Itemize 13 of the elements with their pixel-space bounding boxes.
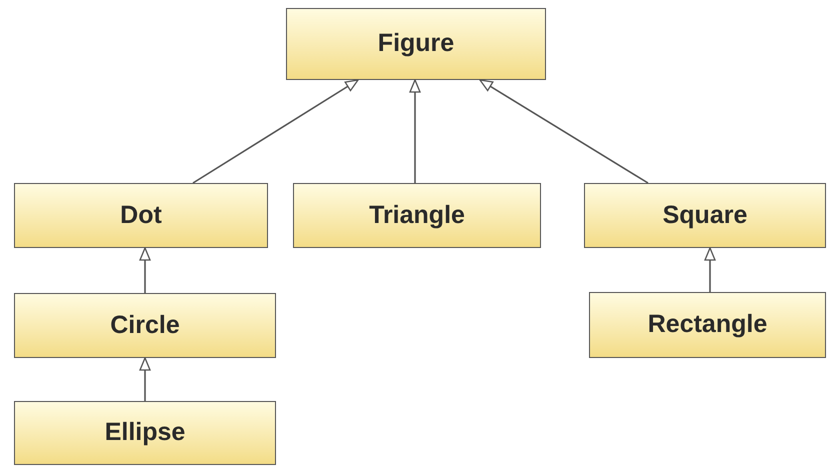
inheritance-arrow [192,79,359,184]
class-box: Dot [14,183,268,248]
class-box: Circle [14,293,276,358]
inheritance-arrow [479,79,648,184]
class-box: Square [584,183,826,248]
inheritance-arrow [704,247,716,292]
class-box: Triangle [293,183,541,248]
inheritance-arrow [139,357,151,401]
class-box: Ellipse [14,401,276,465]
class-box: Rectangle [589,292,826,358]
inheritance-arrow [139,247,151,293]
inheritance-arrow [409,79,421,183]
class-box: Figure [286,8,546,80]
